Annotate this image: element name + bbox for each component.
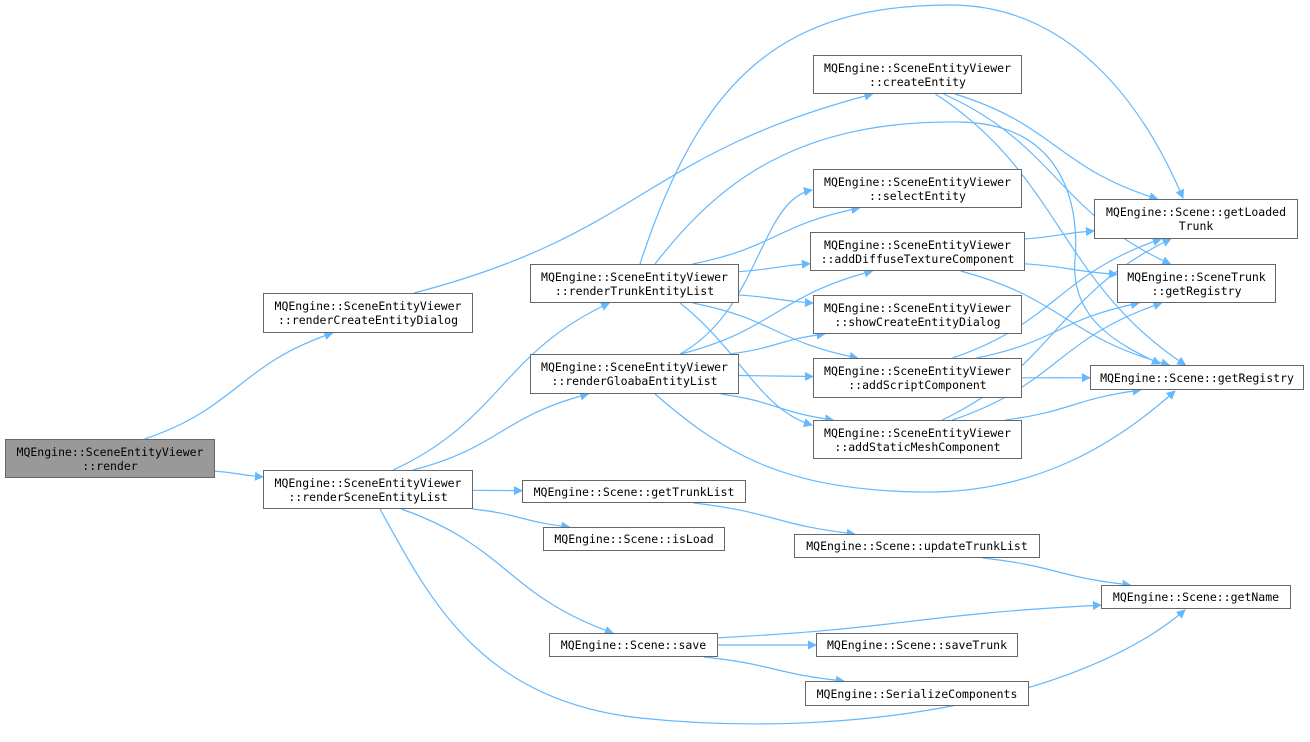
node-label: ::addDiffuseTextureComponent [820, 251, 1015, 266]
edge-addScriptComponent-to-trunkGetRegistry [976, 300, 1140, 359]
node-label: MQEngine::Scene::updateTrunkList [806, 539, 1028, 553]
node-label: MQEngine::SceneEntityViewer [541, 360, 728, 374]
node-label: ::render [82, 458, 138, 473]
edge-renderTrunkEntityList-to-sceneGetRegistry [654, 121, 1161, 365]
node-label: ::addStaticMeshComponent [834, 439, 1001, 454]
node-renderGloabaEntityList[interactable]: MQEngine::SceneEntityViewer::renderGloab… [530, 354, 739, 394]
edge-renderTrunkEntityList-to-addScriptComponent [692, 302, 859, 361]
edge-save-to-getName [717, 601, 1102, 639]
node-showCreateEntityDialog[interactable]: MQEngine::SceneEntityViewer::showCreateE… [813, 295, 1022, 334]
node-saveTrunk[interactable]: MQEngine::Scene::saveTrunk [816, 633, 1018, 657]
edge-createEntity-to-getLoadedTrunk [954, 93, 1159, 201]
node-label: MQEngine::Scene::getLoaded [1105, 205, 1286, 219]
node-label: MQEngine::Scene::getTrunkList [533, 484, 735, 499]
edge-addDiffuseTextureComponent-to-sceneGetRegistry [960, 270, 1171, 368]
node-SerializeComponents[interactable]: MQEngine::SerializeComponents [805, 681, 1029, 706]
node-label: ::createEntity [869, 74, 966, 89]
edge-addStaticMeshComponent-to-sceneGetRegistry [1005, 386, 1142, 421]
edge-renderGloabaEntityList-to-addStaticMeshComponent [720, 393, 835, 424]
node-getName[interactable]: MQEngine::Scene::getName [1101, 585, 1291, 609]
node-label: MQEngine::SceneEntityViewer [824, 237, 1011, 252]
edge-createEntity-to-trunkGetRegistry [943, 93, 1172, 265]
node-label: ::addScriptComponent [848, 378, 987, 392]
edge-save-to-SerializeComponents [703, 656, 845, 685]
edge-renderTrunkEntityList-to-addDiffuseTextureComponent [738, 259, 811, 273]
node-label: ::showCreateEntityDialog [834, 314, 1001, 329]
node-renderTrunkEntityList[interactable]: MQEngine::SceneEntityViewer::renderTrunk… [530, 264, 739, 303]
edge-renderSceneEntityList-to-save [401, 508, 614, 635]
edge-renderTrunkEntityList-to-getLoadedTrunk [639, 4, 1184, 265]
edge-addStaticMeshComponent-to-trunkGetRegistry [952, 301, 1163, 421]
edge-renderCreateEntityDialog-to-createEntity [413, 91, 874, 294]
edge-renderSceneEntityList-to-renderGloabaEntityList [412, 391, 590, 471]
node-renderCreateEntityDialog[interactable]: MQEngine::SceneEntityViewer::renderCreat… [263, 293, 473, 333]
node-label: MQEngine::SceneEntityViewer [824, 364, 1011, 378]
node-label: MQEngine::Scene::getRegistry [1100, 370, 1294, 385]
node-label: MQEngine::SceneTrunk [1127, 269, 1266, 284]
node-label: ::renderSceneEntityList [288, 489, 448, 504]
edge-renderGloabaEntityList-to-addScriptComponent [738, 371, 814, 381]
node-renderSceneEntityList[interactable]: MQEngine::SceneEntityViewer::renderScene… [263, 470, 473, 509]
edge-renderTrunkEntityList-to-selectEntity [692, 205, 861, 265]
edge-renderTrunkEntityList-to-showCreateEntityDialog [738, 294, 814, 308]
node-trunkGetRegistry[interactable]: MQEngine::SceneTrunk::getRegistry [1117, 264, 1276, 303]
edge-addDiffuseTextureComponent-to-getLoadedTrunk [1024, 226, 1095, 240]
edge-renderSceneEntityList-to-renderTrunkEntityList [392, 302, 611, 471]
edge-renderGloabaEntityList-to-showCreateEntityDialog [729, 330, 826, 355]
node-render[interactable]: MQEngine::SceneEntityViewer::render [5, 439, 215, 478]
edge-addScriptComponent-to-getLoadedTrunk [952, 237, 1162, 359]
edge-renderSceneEntityList-to-getName [379, 508, 1186, 725]
edge-renderSceneEntityList-to-isLoad [472, 508, 571, 531]
edge-updateTrunkList-to-getName [982, 557, 1132, 589]
edge-renderGloabaEntityList-to-selectEntity [679, 187, 813, 355]
edge-render-to-renderSceneEntityList [214, 470, 264, 481]
edge-addDiffuseTextureComponent-to-trunkGetRegistry [1024, 263, 1118, 279]
node-label: ::selectEntity [869, 188, 966, 203]
node-label: MQEngine::Scene::saveTrunk [826, 638, 1007, 652]
node-label: ::renderGloabaEntityList [551, 374, 718, 388]
node-addStaticMeshComponent[interactable]: MQEngine::SceneEntityViewer::addStaticMe… [813, 420, 1022, 459]
node-label: MQEngine::Scene::save [560, 638, 707, 652]
edge-getTrunkList-to-updateTrunkList [693, 502, 856, 538]
node-selectEntity[interactable]: MQEngine::SceneEntityViewer::selectEntit… [813, 169, 1022, 208]
node-sceneGetRegistry[interactable]: MQEngine::Scene::getRegistry [1090, 365, 1304, 390]
node-label: MQEngine::SceneEntityViewer [541, 269, 728, 284]
node-addDiffuseTextureComponent[interactable]: MQEngine::SceneEntityViewer::addDiffuseT… [810, 232, 1025, 271]
node-label: MQEngine::Scene::getName [1112, 590, 1280, 604]
node-label: ::renderCreateEntityDialog [277, 313, 458, 327]
node-updateTrunkList[interactable]: MQEngine::Scene::updateTrunkList [794, 534, 1040, 558]
node-label: MQEngine::SerializeComponents [816, 686, 1018, 701]
node-label: ::getRegistry [1151, 283, 1242, 298]
node-label: MQEngine::SceneEntityViewer [824, 425, 1011, 440]
node-label: Trunk [1178, 219, 1214, 233]
node-label: MQEngine::Scene::isLoad [554, 532, 714, 546]
node-label: MQEngine::SceneEntityViewer [274, 475, 462, 490]
node-save[interactable]: MQEngine::Scene::save [549, 633, 718, 657]
edge-render-to-renderCreateEntityDialog [144, 331, 334, 440]
node-isLoad[interactable]: MQEngine::Scene::isLoad [543, 527, 725, 551]
node-label: ::renderTrunkEntityList [554, 283, 715, 298]
node-addScriptComponent[interactable]: MQEngine::SceneEntityViewer::addScriptCo… [813, 358, 1022, 398]
edge-renderGloabaEntityList-to-addDiffuseTextureComponent [680, 268, 874, 355]
node-getTrunkList[interactable]: MQEngine::Scene::getTrunkList [522, 480, 746, 503]
node-createEntity[interactable]: MQEngine::SceneEntityViewer::createEntit… [813, 55, 1022, 94]
node-label: MQEngine::SceneEntityViewer [274, 299, 462, 313]
node-label: MQEngine::SceneEntityViewer [824, 60, 1011, 75]
node-label: MQEngine::SceneEntityViewer [824, 174, 1011, 189]
node-label: MQEngine::SceneEntityViewer [16, 444, 204, 459]
node-label: MQEngine::SceneEntityViewer [824, 300, 1011, 315]
edge-renderGloabaEntityList-to-sceneGetRegistry [654, 390, 1176, 493]
edge-createEntity-to-sceneGetRegistry [935, 93, 1187, 366]
